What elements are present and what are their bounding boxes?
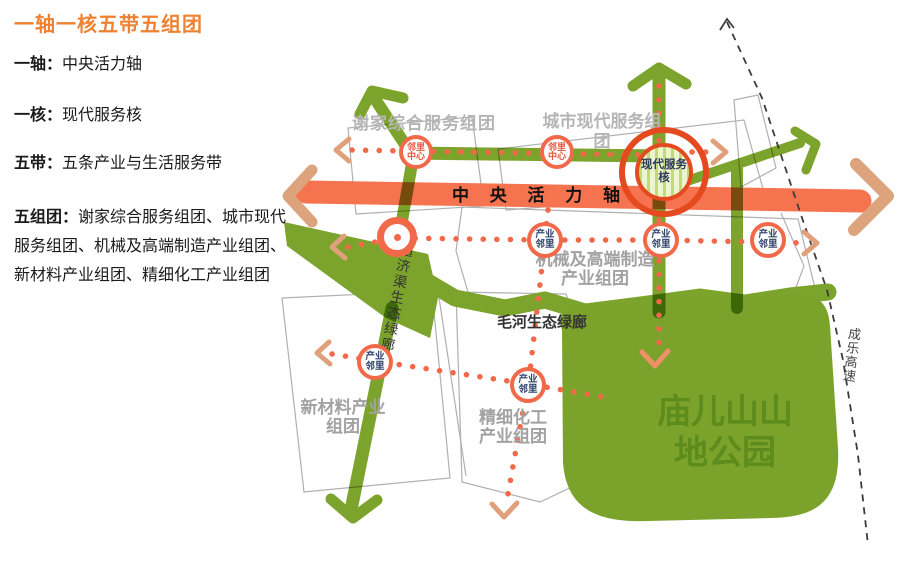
legend-desc-axis: 中央活力轴 bbox=[62, 56, 143, 73]
industry-neighborhood-node: 产业邻里 bbox=[527, 222, 563, 258]
legend-desc-clusters: 谢家综合服务组团、城市现代服务组团、机械及高端制造产业组团、新材料产业组团、精细… bbox=[14, 209, 287, 284]
industry-neighborhood-node: 产业邻里 bbox=[643, 222, 679, 258]
belt-chevron-mid-right bbox=[801, 229, 820, 257]
green-line-southwest bbox=[345, 301, 399, 512]
belt-chevron-top-left bbox=[333, 136, 352, 164]
district-label-jixie: 机械及高端制造产业组团 bbox=[535, 250, 655, 288]
ring-node bbox=[377, 217, 417, 257]
industry-neighborhood-node: 产业邻里 bbox=[357, 344, 393, 380]
green-arrowhead-north bbox=[627, 62, 692, 92]
district-label-jingxi: 精细化工产业组团 bbox=[479, 408, 547, 446]
district-outline-east bbox=[780, 212, 805, 299]
legend-item-belts: 五带：五条产业与生活服务带 bbox=[14, 149, 222, 173]
legend-desc-core: 现代服务核 bbox=[62, 107, 143, 124]
maohe-corridor-label: 毛河生态绿廊 bbox=[497, 314, 588, 331]
legend-item-axis: 一轴：中央活力轴 bbox=[14, 50, 142, 74]
axis-label: 中 央 活 力 轴 bbox=[452, 186, 628, 205]
belt-chevron-bottom-left bbox=[314, 339, 333, 367]
legend-term-clusters: 五组团： bbox=[14, 209, 79, 226]
industry-neighborhood-node: 产业邻里 bbox=[510, 367, 546, 403]
highway-dashed-line bbox=[726, 21, 869, 546]
industry-neighborhood-node: 产业邻里 bbox=[750, 222, 786, 258]
page-title: 一轴一核五带五组团 bbox=[14, 14, 203, 36]
belt-west-dotted-lower bbox=[503, 397, 528, 508]
legend-term-core: 一核： bbox=[14, 107, 63, 124]
neighborhood-center-node: 邻里中心 bbox=[540, 135, 574, 169]
central-vitality-axis-band bbox=[294, 180, 872, 213]
belt-chevron-mid-left bbox=[329, 233, 348, 261]
green-corridor-lines bbox=[325, 62, 821, 524]
ring-node-dot bbox=[393, 233, 401, 241]
green-arrowhead-northeast bbox=[790, 126, 821, 175]
neighborhood-center-node: 邻里中心 bbox=[399, 135, 433, 169]
district-label-xincailiao: 新材料产业组团 bbox=[300, 398, 386, 436]
belt-chevron-down-center bbox=[639, 348, 671, 369]
district-outline-northeast bbox=[733, 94, 777, 188]
axis-arrow-left bbox=[282, 164, 318, 228]
district-label-chengshi: 城市现代服务组团 bbox=[542, 112, 662, 151]
axis-arrow-right bbox=[848, 158, 894, 236]
green-arrowhead-south bbox=[325, 493, 383, 524]
modern-service-core-ring bbox=[619, 127, 709, 217]
belt-chevron-down-west bbox=[489, 500, 520, 520]
green-line-top-horizontal bbox=[401, 146, 669, 163]
belt-chevron-top-right bbox=[710, 138, 729, 166]
district-label-xiejia: 谢家综合服务组团 bbox=[352, 114, 496, 133]
modern-service-core: 现代服务核 bbox=[635, 143, 693, 201]
park-label: 庙儿山山地公园 bbox=[657, 393, 793, 472]
highway-arrowhead bbox=[719, 17, 735, 31]
legend-item-core: 一核：现代服务核 bbox=[14, 101, 142, 125]
road-line bbox=[437, 290, 467, 477]
park-shape bbox=[560, 294, 839, 522]
legend-term-axis: 一轴： bbox=[14, 56, 63, 73]
belt-chevrons bbox=[314, 136, 820, 520]
green-arrowhead-northwest bbox=[354, 85, 409, 120]
legend-desc-belts: 五条产业与生活服务带 bbox=[62, 155, 223, 172]
belt-bottom-dotted bbox=[329, 351, 606, 400]
legend-term-belts: 五带： bbox=[14, 155, 63, 172]
legend-item-clusters: 五组团：谢家综合服务组团、城市现代服务组团、机械及高端制造产业组团、新材料产业组… bbox=[14, 203, 298, 290]
